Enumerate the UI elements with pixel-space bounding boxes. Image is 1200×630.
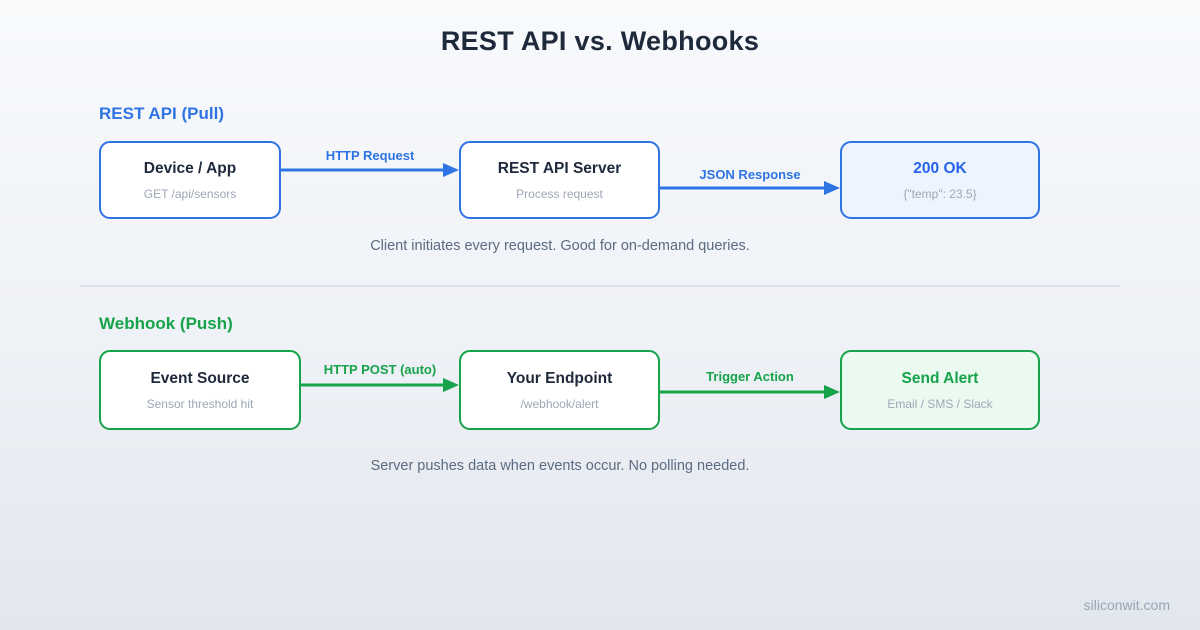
arrow-label-http-request: HTTP Request <box>325 148 415 163</box>
node-subtitle: Process request <box>516 186 603 201</box>
arrow-http-request <box>281 163 459 177</box>
node-title: Send Alert <box>901 369 979 387</box>
node-200-ok: 200 OK {"temp": 23.5} <box>840 141 1040 219</box>
page-title: REST API vs. Webhooks <box>440 26 760 56</box>
section-caption-webhook: Server pushes data when events occur. No… <box>370 458 750 474</box>
section-divider <box>80 285 1120 287</box>
arrow-http-post <box>301 378 459 392</box>
footer-watermark: siliconwit.com <box>1083 597 1170 613</box>
arrow-label-json-response: JSON Response <box>699 167 801 182</box>
node-rest-api-server: REST API Server Process request <box>459 141 660 219</box>
arrow-label-http-post: HTTP POST (auto) <box>323 362 437 377</box>
node-subtitle: {"temp": 23.5} <box>903 186 977 201</box>
arrow-label-trigger-action: Trigger Action <box>706 369 794 384</box>
node-your-endpoint: Your Endpoint /webhook/alert <box>459 350 660 430</box>
node-subtitle: Sensor threshold hit <box>146 396 254 411</box>
node-event-source: Event Source Sensor threshold hit <box>99 350 301 430</box>
node-subtitle: Email / SMS / Slack <box>887 396 993 411</box>
node-title: 200 OK <box>913 159 967 177</box>
section-label-rest-api: REST API (Pull) <box>99 104 224 123</box>
node-subtitle: /webhook/alert <box>520 396 599 411</box>
node-title: Event Source <box>150 369 250 387</box>
node-title: Device / App <box>143 159 237 177</box>
node-subtitle: GET /api/sensors <box>143 186 237 201</box>
node-device-app: Device / App GET /api/sensors <box>99 141 281 219</box>
section-caption-rest: Client initiates every request. Good for… <box>370 238 750 254</box>
node-title: REST API Server <box>497 159 622 177</box>
arrow-json-response <box>660 181 840 195</box>
section-label-webhook: Webhook (Push) <box>99 314 233 333</box>
arrow-trigger-action <box>660 385 840 399</box>
node-send-alert: Send Alert Email / SMS / Slack <box>840 350 1040 430</box>
node-title: Your Endpoint <box>506 369 613 387</box>
